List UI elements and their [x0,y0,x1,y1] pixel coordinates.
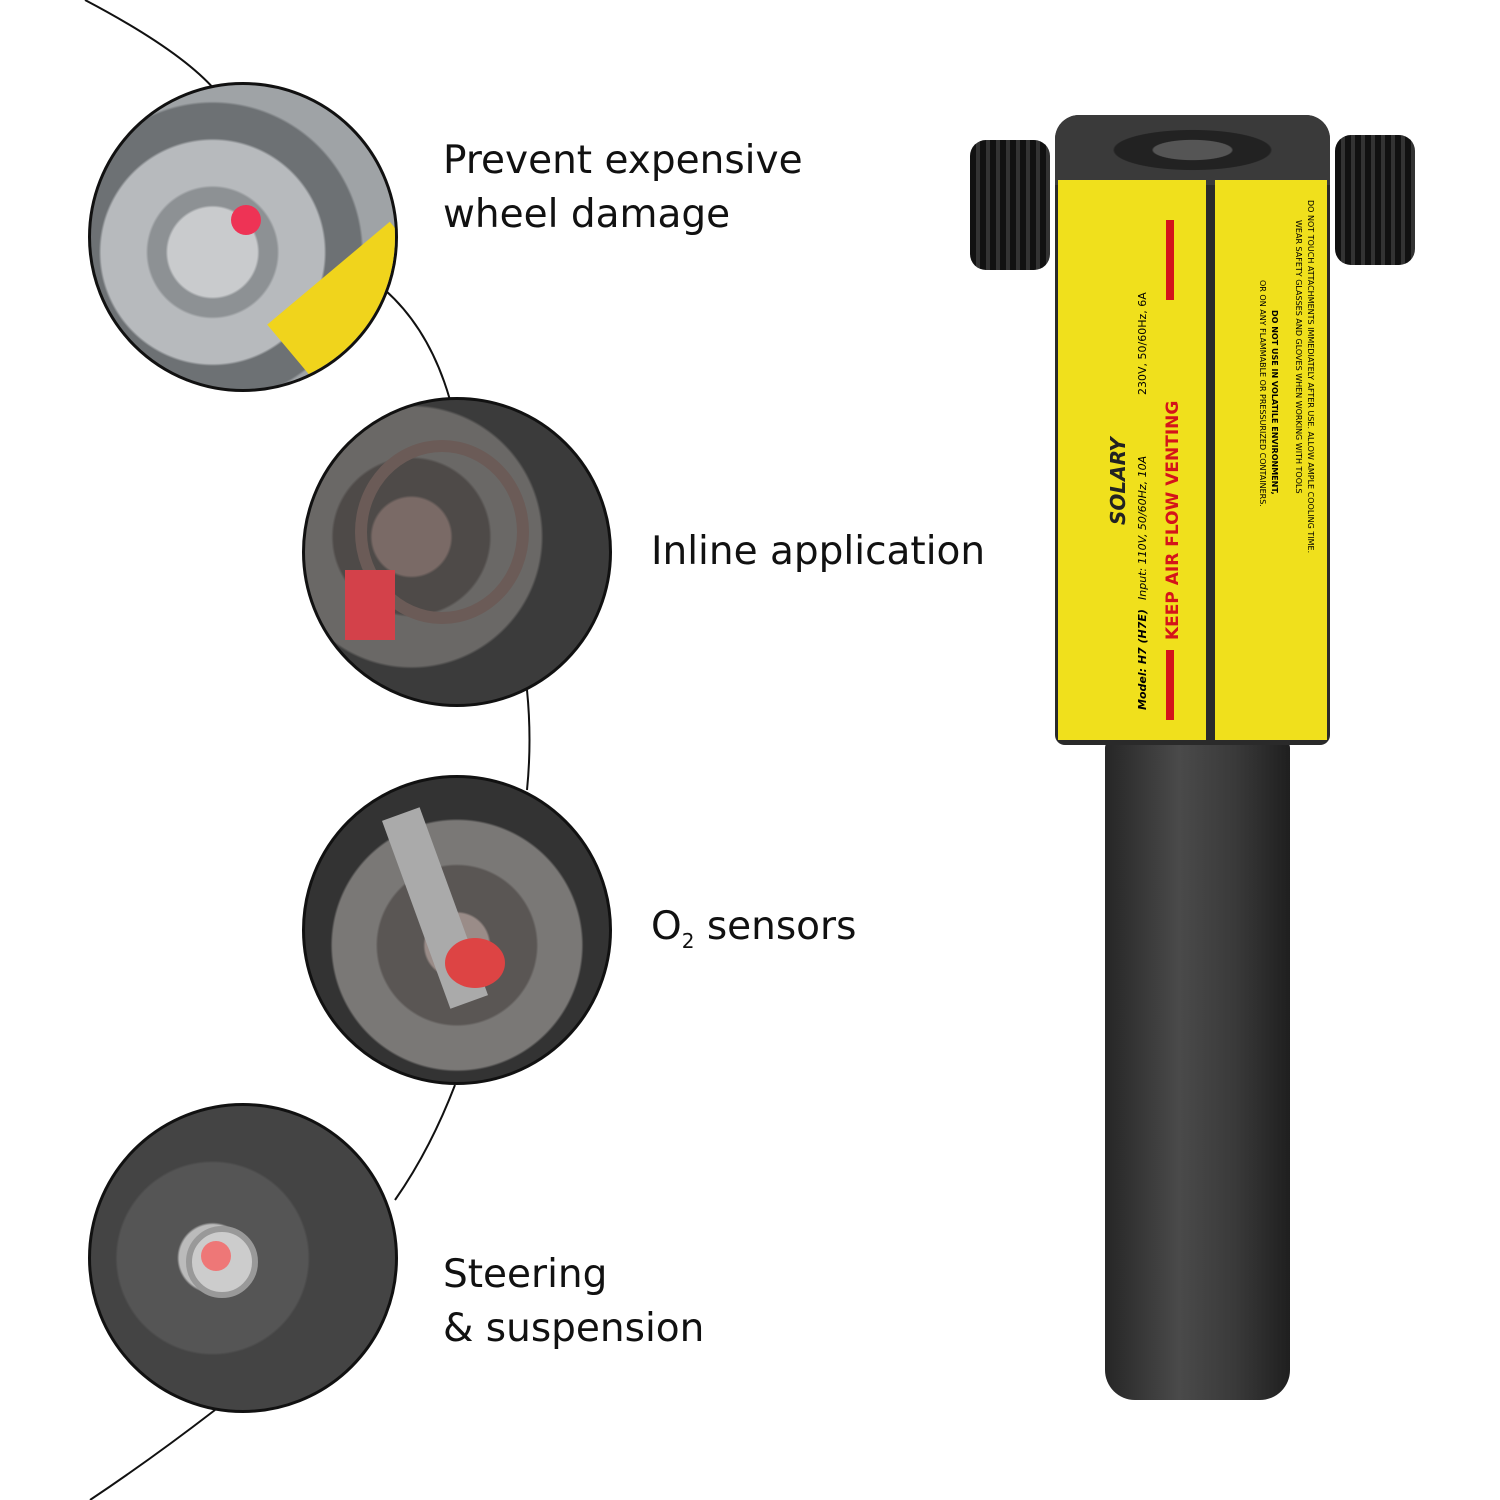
caption-line: Prevent expensive [443,138,803,183]
heated-nut-mark [231,205,261,235]
feature-steering-caption: Steering & suspension [443,1248,704,1356]
caption-rest: sensors [694,904,857,949]
caption-line: Inline application [651,529,986,574]
tool-handle [1105,740,1290,1400]
arrow-down-icon [1166,650,1174,720]
feature-o2-caption: O2 sensors [651,900,856,968]
label-left-panel: Model: H7 (H7E) SOLARY Input: 110V, 50/6… [1058,180,1206,740]
suspension-photo [88,1103,398,1413]
left-knob [970,140,1050,270]
warning-line-3: DO NOT USE IN VOLATILE ENVIRONMENT, [1270,310,1279,495]
o2-sensor-photo [302,775,612,1085]
input-text: Input: 110V, 50/60Hz, 10A [1136,455,1149,600]
venting-text: KEEP AIR FLOW VENTING [1163,400,1183,640]
caption-subscript: 2 [681,928,695,953]
model-text: Model: H7 (H7E) [1136,609,1149,710]
heated-sensor-mark [445,938,505,988]
warning-line-1: DO NOT TOUCH ATTACHMENTS IMMEDIATELY AFT… [1306,200,1315,554]
caption-line: & suspension [443,1306,705,1351]
heated-bolt-mark [201,1241,231,1271]
feature-inline-caption: Inline application [651,525,985,579]
heated-part-mark [345,570,395,640]
caption-o: O [651,904,682,949]
warning-line-2: WEAR SAFETY GLASSES AND GLOVES WHEN WORK… [1294,220,1303,494]
inline-photo [302,397,612,707]
brand-logo: SOLARY [1106,437,1130,525]
caption-line: wheel damage [443,192,731,237]
arrow-up-icon [1166,220,1174,300]
label-right-panel: DO NOT TOUCH ATTACHMENTS IMMEDIATELY AFT… [1215,180,1327,740]
vent-cap [1055,115,1330,185]
feature-wheel-caption: Prevent expensive wheel damage [443,134,803,242]
input-alt-text: 230V, 50/60Hz, 6A [1136,292,1149,395]
right-knob [1335,135,1415,265]
caption-line: Steering [443,1252,608,1297]
wheel-photo [88,82,398,392]
warning-line-4: OR ON ANY FLAMMABLE OR PRESSURIZED CONTA… [1258,280,1267,507]
